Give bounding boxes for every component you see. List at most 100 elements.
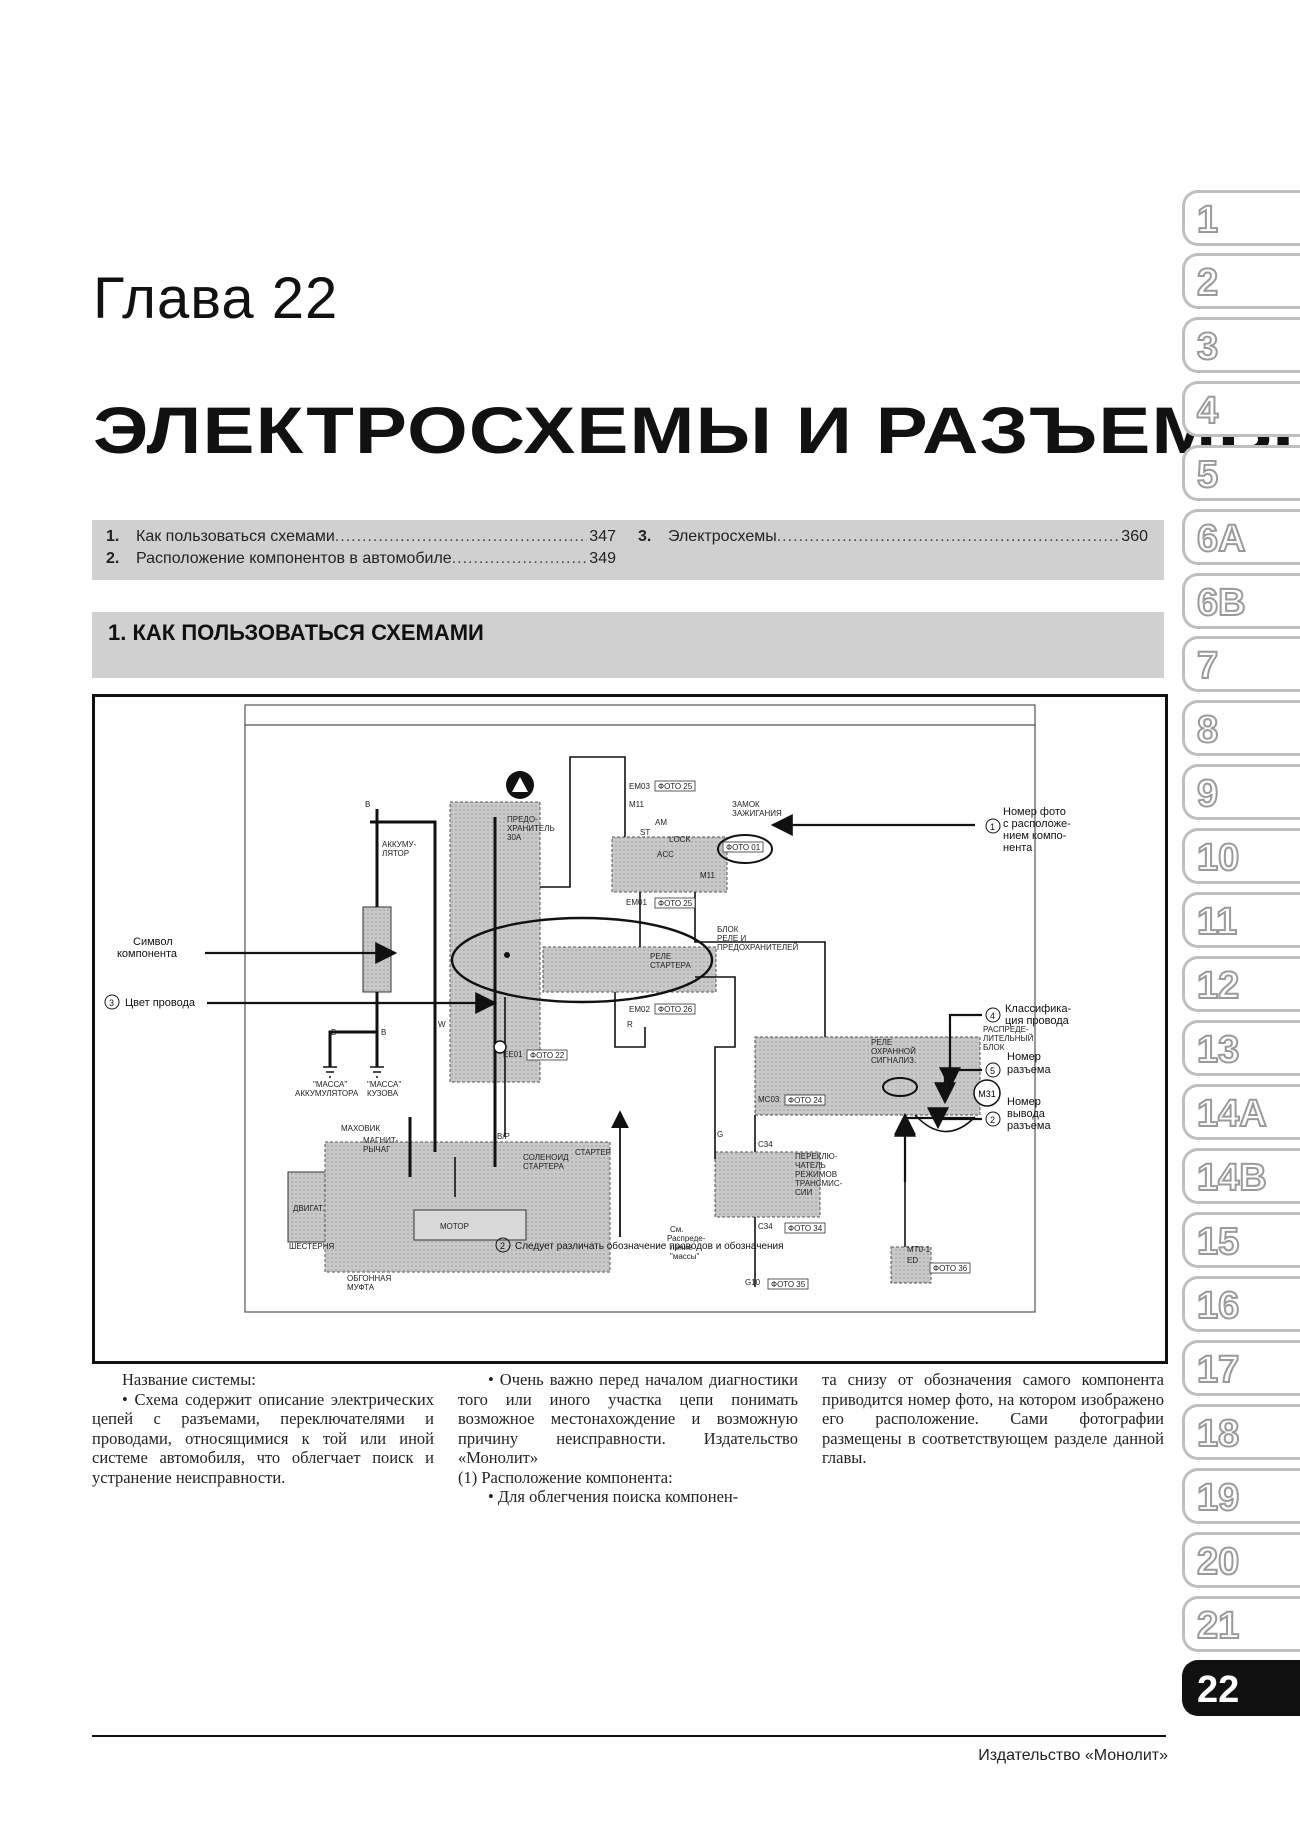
svg-text:M11: M11 <box>629 800 645 809</box>
toc-entry[interactable]: 1. Как пользоваться схемами ............… <box>106 528 616 546</box>
chapter-label: Глава 22 <box>93 266 339 331</box>
tab-label: 8 <box>1196 708 1219 752</box>
tab-label: 4 <box>1196 389 1219 433</box>
chapter-tab-21[interactable]: 21 <box>1182 1596 1300 1652</box>
section-title: 1. КАК ПОЛЬЗОВАТЬСЯ СХЕМАМИ <box>108 620 484 645</box>
chapter-tab-18[interactable]: 18 <box>1182 1404 1300 1460</box>
svg-text:ФОТО 25: ФОТО 25 <box>658 782 693 791</box>
svg-text:ФОТО 01: ФОТО 01 <box>726 843 761 852</box>
svg-text:ST: ST <box>640 828 650 837</box>
tab-label: 7 <box>1196 644 1219 688</box>
tab-label: 11 <box>1196 900 1238 944</box>
tab-label: 10 <box>1196 836 1240 880</box>
svg-text:МАГНИТ-РЫЧАГ: МАГНИТ-РЫЧАГ <box>363 1136 399 1154</box>
chapter-tab-1[interactable]: 1 <box>1182 190 1300 246</box>
svg-text:1: 1 <box>990 822 995 832</box>
tab-label: 20 <box>1196 1540 1240 1584</box>
chapter-tab-22[interactable]: 22 <box>1182 1660 1300 1716</box>
chapter-tab-20[interactable]: 20 <box>1182 1532 1300 1588</box>
toc-num: 3. <box>638 528 652 545</box>
svg-text:MT0-1: MT0-1 <box>907 1245 931 1254</box>
chapter-tab-17[interactable]: 17 <box>1182 1340 1300 1396</box>
ignition-switch-block <box>611 836 728 893</box>
chapter-tab-6b[interactable]: 6B <box>1182 573 1300 629</box>
svg-text:C34: C34 <box>758 1222 773 1231</box>
tab-label: 21 <box>1196 1604 1240 1648</box>
section-header: 1. КАК ПОЛЬЗОВАТЬСЯ СХЕМАМИ <box>92 612 1164 678</box>
svg-text:B: B <box>331 1028 336 1037</box>
chapter-tab-15[interactable]: 15 <box>1182 1212 1300 1268</box>
toc-title: Электросхемы <box>668 528 777 545</box>
paragraph: • Схема содержит описание электрических … <box>92 1389 434 1487</box>
component-symbol-ellipse <box>450 916 714 1004</box>
chapter-tab-19[interactable]: 19 <box>1182 1468 1300 1524</box>
svg-text:"МАССА"КУЗОВА: "МАССА"КУЗОВА <box>367 1080 401 1098</box>
svg-text:ACC: ACC <box>657 850 674 859</box>
svg-text:AM: AM <box>655 818 667 827</box>
tab-label: 12 <box>1196 964 1240 1008</box>
callout-distinguish-note: Следует различать обозначение проводов и… <box>515 1240 784 1252</box>
svg-text:MC03: MC03 <box>758 1095 780 1104</box>
chapter-tab-3[interactable]: 3 <box>1182 317 1300 373</box>
tab-label: 6A <box>1196 517 1247 561</box>
body-column-1: Название системы: • Схема содержит описа… <box>92 1370 434 1487</box>
chapter-tab-10[interactable]: 10 <box>1182 828 1300 884</box>
table-of-contents: 1. Как пользоваться схемами ............… <box>92 520 1164 580</box>
tab-label: 13 <box>1196 1028 1240 1072</box>
battery <box>362 906 392 993</box>
chapter-tab-7[interactable]: 7 <box>1182 636 1300 692</box>
svg-text:ФОТО 36: ФОТО 36 <box>933 1264 968 1273</box>
chapter-tab-11[interactable]: 11 <box>1182 892 1300 948</box>
tab-label: 14A <box>1196 1092 1268 1136</box>
footer-publisher: Издательство «Монолит» <box>978 1747 1168 1764</box>
chapter-tab-14a[interactable]: 14A <box>1182 1084 1300 1140</box>
tab-label: 22 <box>1197 1669 1240 1711</box>
svg-text:4: 4 <box>990 1011 995 1021</box>
chapter-tab-4[interactable]: 4 <box>1182 381 1300 437</box>
tab-label: 2 <box>1196 261 1219 305</box>
toc-page: 347 <box>589 528 616 545</box>
svg-text:B: B <box>365 800 370 809</box>
svg-text:ФОТО 34: ФОТО 34 <box>788 1224 823 1233</box>
tab-label: 3 <box>1196 325 1219 369</box>
svg-text:ФОТО 22: ФОТО 22 <box>530 1051 565 1060</box>
chapter-tab-12[interactable]: 12 <box>1182 956 1300 1012</box>
toc-entry[interactable]: 2. Расположение компонентов в автомобиле… <box>106 550 616 568</box>
svg-text:EM03: EM03 <box>629 782 650 791</box>
svg-text:3: 3 <box>109 998 114 1008</box>
chapter-tab-9[interactable]: 9 <box>1182 764 1300 820</box>
chapter-tab-13[interactable]: 13 <box>1182 1020 1300 1076</box>
chapter-tab-6a[interactable]: 6A <box>1182 509 1300 565</box>
svg-text:G10: G10 <box>745 1278 761 1287</box>
chapter-tab-8[interactable]: 8 <box>1182 700 1300 756</box>
svg-text:См.Распреде-ление"массы": См.Распреде-ление"массы" <box>667 1225 706 1261</box>
tab-label: 1 <box>1196 198 1219 242</box>
chapter-tab-2[interactable]: 2 <box>1182 253 1300 309</box>
chapter-title: ЭЛЕКТРОСХЕМЫ И РАЗЪЕМЫ <box>93 393 1295 467</box>
svg-text:C34: C34 <box>758 1140 773 1149</box>
svg-text:2: 2 <box>500 1241 505 1251</box>
svg-text:B/P: B/P <box>497 1132 510 1141</box>
svg-text:B: B <box>381 1028 386 1037</box>
chapter-tab-16[interactable]: 16 <box>1182 1276 1300 1332</box>
svg-text:EM01: EM01 <box>626 898 647 907</box>
chapter-tab-14b[interactable]: 14B <box>1182 1148 1300 1204</box>
toc-num: 2. <box>106 550 120 567</box>
tab-label: 18 <box>1196 1412 1240 1456</box>
toc-entry[interactable]: 3. Электросхемы ........................… <box>638 528 1148 546</box>
tab-label: 14B <box>1196 1156 1268 1200</box>
svg-text:МАХОВИК: МАХОВИК <box>341 1124 380 1133</box>
chapter-tab-5[interactable]: 5 <box>1182 445 1300 501</box>
svg-text:ФОТО 24: ФОТО 24 <box>788 1096 823 1105</box>
photo-ref-ellipse <box>717 834 773 864</box>
svg-text:АККУМУ-ЛЯТОР: АККУМУ-ЛЯТОР <box>382 840 417 858</box>
tab-label: 15 <box>1196 1220 1240 1264</box>
